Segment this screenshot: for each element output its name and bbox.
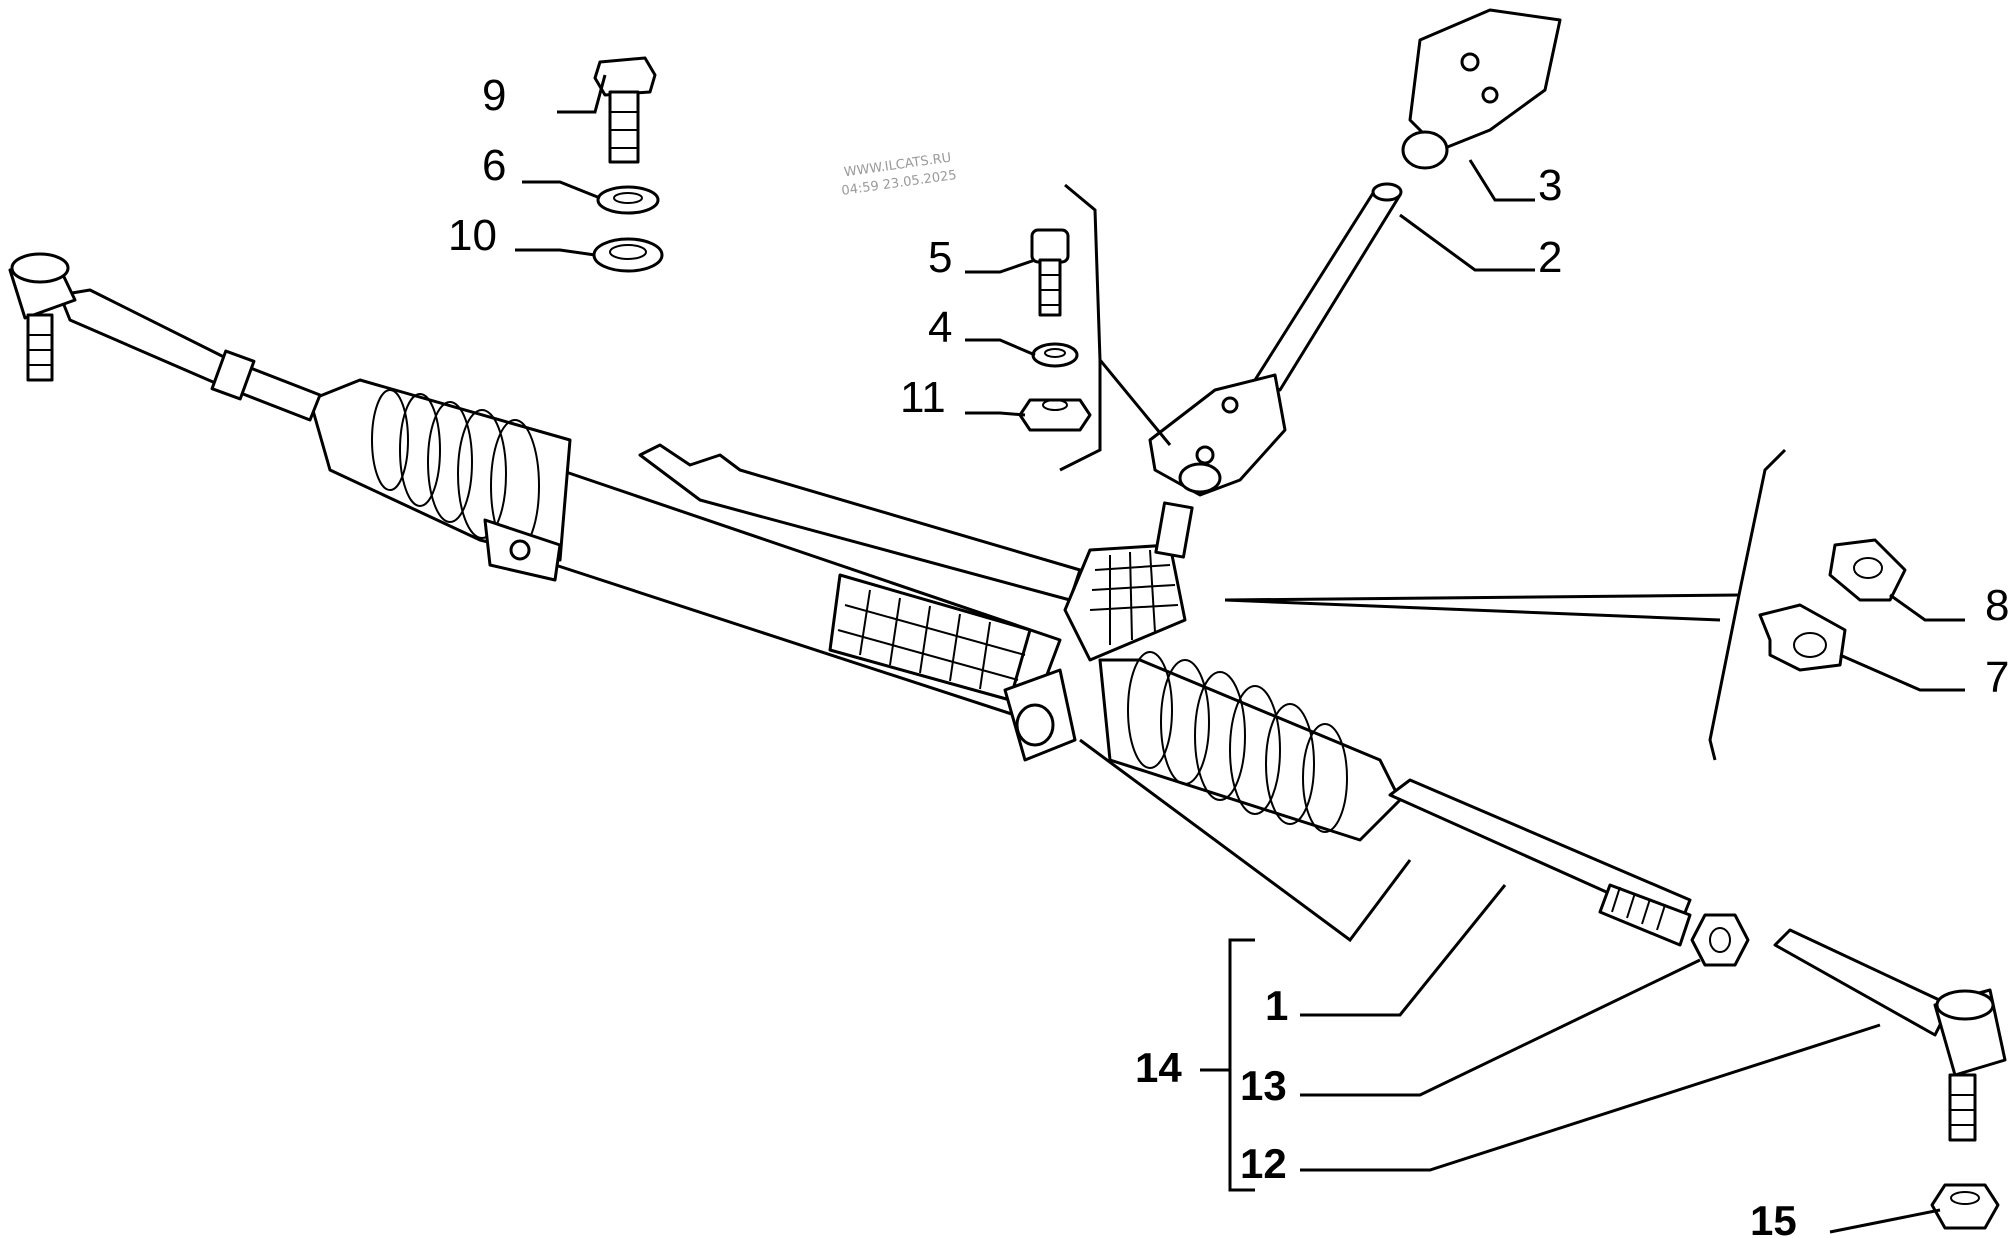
- callout-15: 15: [1750, 1197, 1797, 1238]
- callout-12: 12: [1240, 1140, 1287, 1187]
- clip-8: [1828, 538, 1907, 602]
- left-tie-rod: [8, 252, 322, 422]
- washer-10: [592, 237, 664, 273]
- ball-joint-nut: [1930, 1183, 2000, 1230]
- watermark: WWW.ILCATS.RU 04:59 23.05.2025: [841, 150, 958, 198]
- callout-9: 9: [482, 71, 506, 120]
- intermediate-shaft: [1253, 182, 1403, 392]
- assembly-bracket-right: [1224, 448, 1787, 761]
- callout-10: 10: [448, 211, 497, 260]
- left-bellows-boot: [308, 378, 572, 582]
- callout-7: 7: [1985, 653, 2009, 702]
- universal-joint-upper: [1401, 8, 1562, 170]
- assembly-bracket-column: [1059, 183, 1172, 472]
- right-bellows-boot: [1098, 651, 1402, 842]
- callouts: 9 6 10 5 4 11 3 2 8 7 1 14 13 12 15: [448, 71, 2009, 1238]
- callout-13: 13: [1240, 1062, 1287, 1109]
- leader-lines: [515, 74, 1965, 1234]
- callout-8: 8: [1985, 581, 2009, 630]
- callout-4: 4: [928, 303, 952, 352]
- washer-6: [596, 185, 660, 215]
- callout-5: 5: [928, 233, 952, 282]
- universal-joint-lower: [1148, 373, 1287, 497]
- callout-14: 14: [1135, 1044, 1182, 1091]
- nut-11: [1018, 398, 1092, 432]
- inner-tie-rod: [1388, 778, 1692, 947]
- outer-tie-rod-end: [1773, 928, 2007, 1142]
- callout-6: 6: [482, 141, 506, 190]
- bolt-5: [1030, 228, 1070, 317]
- bolt-9: [593, 56, 657, 164]
- callout-1: 1: [1265, 982, 1288, 1029]
- callout-3: 3: [1538, 161, 1562, 210]
- callout-2: 2: [1538, 233, 1562, 282]
- clip-7: [1758, 603, 1847, 672]
- callout-11: 11: [900, 373, 946, 422]
- tie-rod-nut: [1690, 913, 1750, 967]
- rack-housing: [538, 443, 1082, 722]
- pinion-housing: [1003, 501, 1194, 762]
- washer-4: [1031, 342, 1079, 368]
